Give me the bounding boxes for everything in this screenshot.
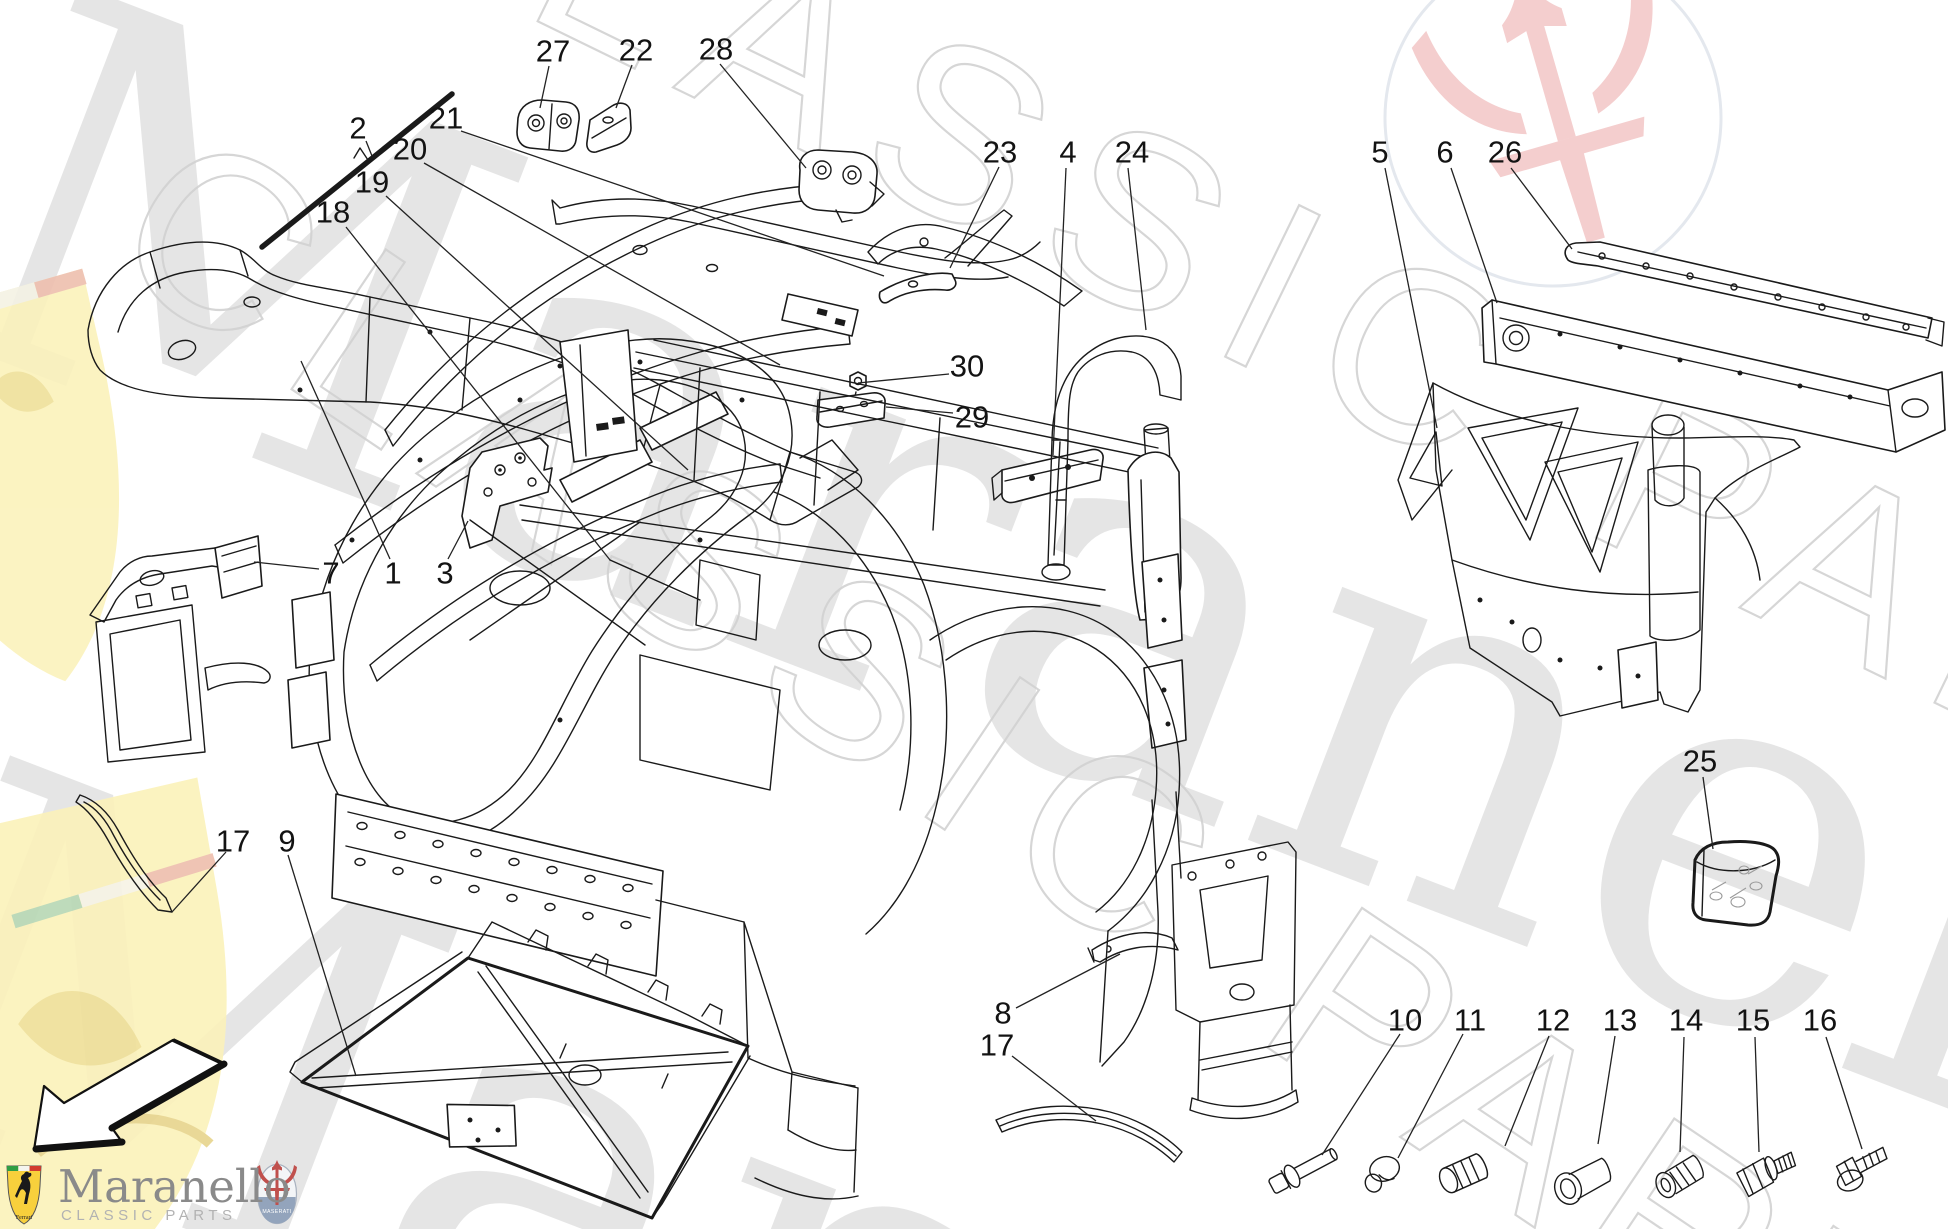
leader-line-17a bbox=[171, 851, 227, 913]
part-10-rivet bbox=[1268, 1148, 1338, 1194]
part-11-grommet bbox=[1364, 1155, 1401, 1193]
callout-13[interactable]: 13 bbox=[1603, 1003, 1637, 1038]
leader-line-12 bbox=[1504, 1035, 1550, 1147]
leader-line-19 bbox=[385, 195, 689, 471]
part-22-bracket bbox=[586, 102, 632, 153]
part-16-flange-bolt bbox=[1835, 1146, 1888, 1192]
leader-line-27 bbox=[539, 65, 550, 109]
callout-28[interactable]: 28 bbox=[699, 32, 733, 67]
leader-line-11 bbox=[1397, 1033, 1464, 1159]
direction-arrow bbox=[32, 1038, 228, 1153]
part-28-bracket bbox=[798, 149, 885, 223]
maserati-logo-circle-watermark bbox=[1383, 0, 1723, 288]
leader-line-16 bbox=[1825, 1036, 1863, 1150]
callout-15[interactable]: 15 bbox=[1736, 1003, 1770, 1038]
ferrari-shield-watermark-top bbox=[0, 268, 120, 682]
leader-line-15 bbox=[1754, 1036, 1760, 1153]
leader-line-10 bbox=[1321, 1033, 1401, 1156]
part-23-strip bbox=[878, 272, 957, 304]
part-15-stud bbox=[1736, 1151, 1797, 1198]
callout-20[interactable]: 20 bbox=[393, 132, 427, 167]
leader-line-20 bbox=[423, 162, 781, 366]
callout-22[interactable]: 22 bbox=[619, 33, 653, 68]
leader-line-26 bbox=[1510, 167, 1573, 250]
leader-line-13 bbox=[1597, 1035, 1616, 1145]
callout-19[interactable]: 19 bbox=[355, 165, 389, 200]
part-17-strip-left bbox=[75, 794, 173, 913]
leader-line-21 bbox=[460, 130, 885, 277]
leader-line-22 bbox=[615, 64, 633, 109]
callout-30[interactable]: 30 bbox=[950, 349, 984, 384]
leader-line-25 bbox=[1702, 776, 1714, 850]
part-17-strip-bottom bbox=[995, 1105, 1183, 1163]
leader-line-24 bbox=[1127, 167, 1147, 331]
callout-6[interactable]: 6 bbox=[1436, 135, 1453, 170]
callout-12[interactable]: 12 bbox=[1536, 1003, 1570, 1038]
part-27-bracket bbox=[516, 99, 580, 152]
part-25-hardware-bag bbox=[1691, 840, 1781, 927]
footer-brand-subtitle: CLASSIC PARTS bbox=[61, 1207, 237, 1224]
leader-line-2 bbox=[365, 140, 373, 157]
leader-line-29 bbox=[885, 406, 954, 414]
leader-line-18 bbox=[345, 226, 611, 561]
callout-5[interactable]: 5 bbox=[1371, 135, 1388, 170]
callout-24[interactable]: 24 bbox=[1115, 135, 1149, 170]
footer-brand-name: Maranello bbox=[58, 1160, 291, 1213]
leader-line-1 bbox=[300, 360, 391, 560]
leader-line-7 bbox=[253, 561, 320, 570]
part-29-plate bbox=[816, 392, 886, 428]
part-12-bushing bbox=[1438, 1153, 1489, 1194]
leader-line-3 bbox=[447, 520, 469, 560]
callout-29[interactable]: 29 bbox=[955, 400, 989, 435]
leader-line-30 bbox=[857, 373, 950, 384]
part-5-firewall-panel bbox=[1397, 382, 1801, 717]
callout-11[interactable]: 11 bbox=[1454, 1003, 1486, 1038]
callout-17a[interactable]: 17 bbox=[216, 824, 250, 859]
part-14-knurled-insert bbox=[1655, 1154, 1704, 1199]
callout-9[interactable]: 9 bbox=[278, 824, 295, 859]
leader-line-5 bbox=[1384, 167, 1438, 429]
callout-4[interactable]: 4 bbox=[1059, 135, 1076, 170]
callout-10[interactable]: 10 bbox=[1388, 1003, 1422, 1038]
leader-line-14 bbox=[1679, 1036, 1685, 1153]
callout-7[interactable]: 7 bbox=[322, 556, 339, 591]
part-6-lower-rail bbox=[1481, 299, 1946, 453]
callout-18[interactable]: 18 bbox=[316, 195, 350, 230]
part-3-bracket bbox=[461, 437, 553, 549]
part-9-floor-panel bbox=[289, 0, 884, 1220]
part-26-upper-rail bbox=[1564, 241, 1945, 347]
callout-25[interactable]: 25 bbox=[1683, 744, 1717, 779]
leader-line-9 bbox=[287, 854, 357, 1077]
callout-1[interactable]: 1 bbox=[384, 556, 401, 591]
leader-line-28 bbox=[719, 63, 807, 169]
part-13-rivnut bbox=[1553, 1157, 1612, 1206]
callout-17b[interactable]: 17 bbox=[980, 1028, 1014, 1063]
part-7-wheelhouse bbox=[89, 535, 271, 763]
callout-16[interactable]: 16 bbox=[1803, 1003, 1837, 1038]
leader-line-17b bbox=[1011, 1055, 1097, 1122]
leader-line-23 bbox=[949, 166, 1000, 269]
callout-2[interactable]: 2 bbox=[349, 111, 366, 146]
part-2-strip bbox=[259, 91, 455, 250]
leader-line-6 bbox=[1450, 167, 1498, 304]
leader-line-4 bbox=[1052, 167, 1067, 456]
part-main-frame bbox=[287, 329, 1187, 1200]
leader-line-8 bbox=[1015, 953, 1121, 1009]
part-8-bracket bbox=[1087, 841, 1299, 1120]
callout-23[interactable]: 23 bbox=[983, 135, 1017, 170]
callout-8[interactable]: 8 bbox=[994, 996, 1011, 1031]
callout-3[interactable]: 3 bbox=[436, 556, 453, 591]
callout-21[interactable]: 21 bbox=[429, 101, 463, 136]
callout-14[interactable]: 14 bbox=[1669, 1003, 1703, 1038]
part-18-19-20-21-arches bbox=[334, 183, 1083, 682]
callout-26[interactable]: 26 bbox=[1488, 135, 1522, 170]
callout-27[interactable]: 27 bbox=[536, 34, 570, 69]
